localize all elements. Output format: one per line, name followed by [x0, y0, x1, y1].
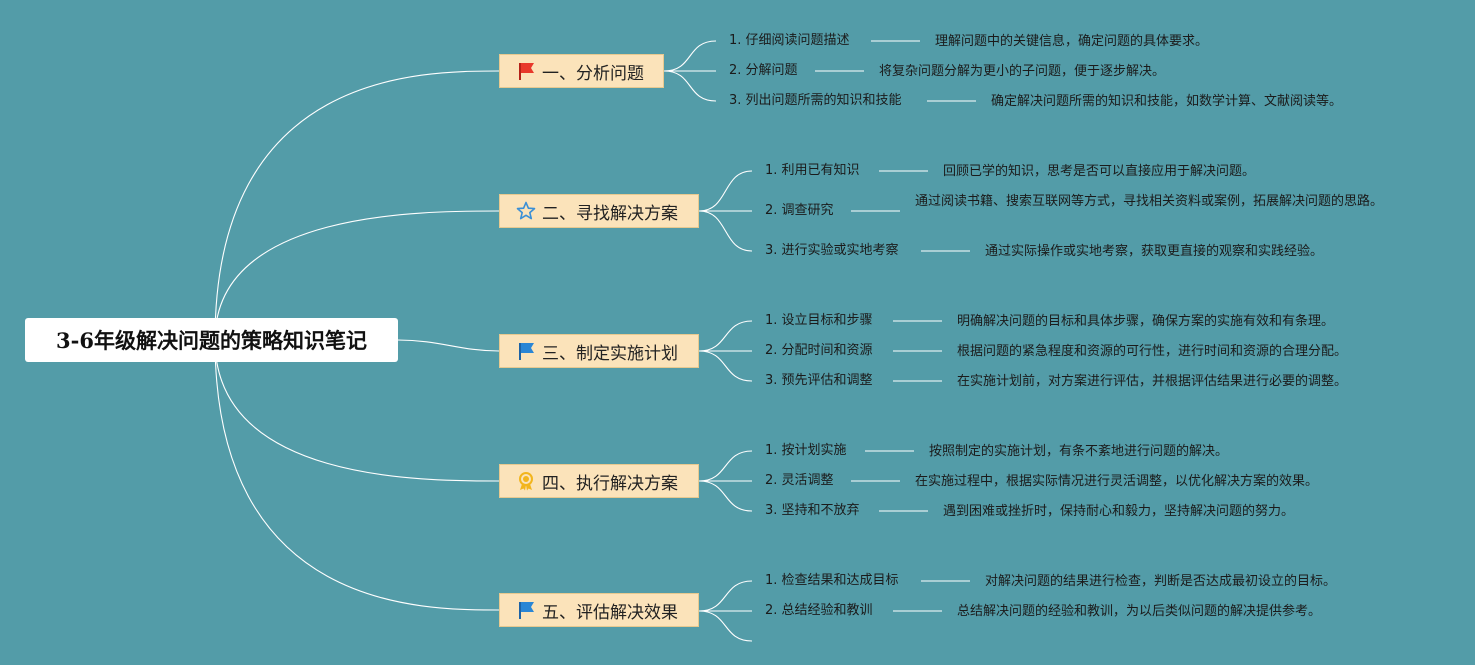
leaf-title[interactable]: 1. 设立目标和步骤 — [765, 313, 873, 328]
branch-label: 一、分析问题 — [542, 63, 644, 84]
leaf-title[interactable]: 1. 利用已有知识 — [765, 163, 860, 178]
root-topic[interactable]: 3-6年级解决问题的策略知识笔记 — [25, 318, 398, 362]
root-connector — [214, 70, 500, 341]
branch-connector — [698, 580, 753, 612]
branch-find-solution[interactable]: 二、寻找解决方案 — [499, 194, 699, 228]
leaf-description: 总结解决问题的经验和教训，为以后类似问题的解决提供参考。 — [957, 604, 1322, 619]
branch-label: 五、评估解决效果 — [542, 602, 678, 623]
leaf-description: 通过实际操作或实地考察，获取更直接的观察和实践经验。 — [985, 244, 1324, 259]
leaf-description: 遇到困难或挫折时，保持耐心和毅力，坚持解决问题的努力。 — [943, 504, 1295, 519]
branch-connector — [698, 350, 753, 382]
leaf-title[interactable]: 1. 按计划实施 — [765, 443, 847, 458]
medal-icon — [515, 470, 537, 492]
leaf-title[interactable]: 3. 预先评估和调整 — [765, 373, 873, 388]
branch-analyze-problem[interactable]: 一、分析问题 — [499, 54, 664, 88]
red-flag-icon — [515, 60, 537, 82]
leaf-description: 理解问题中的关键信息，确定问题的具体要求。 — [935, 34, 1209, 49]
branch-connector — [698, 610, 753, 642]
leaf-title[interactable]: 2. 总结经验和教训 — [765, 603, 873, 618]
leaf-title[interactable]: 2. 调查研究 — [765, 203, 834, 218]
branch-make-plan[interactable]: 三、制定实施计划 — [499, 334, 699, 368]
leaf-description: 按照制定的实施计划，有条不紊地进行问题的解决。 — [929, 444, 1229, 459]
branch-label: 二、寻找解决方案 — [542, 203, 678, 224]
star-icon — [515, 200, 537, 222]
root-connector — [214, 210, 500, 341]
leaf-description: 对解决问题的结果进行检查，判断是否达成最初设立的目标。 — [985, 574, 1337, 589]
leaf-title[interactable]: 2. 灵活调整 — [765, 473, 834, 488]
branch-execute-solution[interactable]: 四、执行解决方案 — [499, 464, 699, 498]
branch-connector — [698, 320, 753, 352]
branch-connector — [698, 210, 753, 252]
leaf-description: 在实施过程中，根据实际情况进行灵活调整，以优化解决方案的效果。 — [915, 474, 1319, 489]
leaf-title[interactable]: 1. 仔细阅读问题描述 — [729, 33, 850, 48]
root-connector — [397, 339, 500, 352]
leaf-title[interactable]: 3. 列出问题所需的知识和技能 — [729, 93, 902, 108]
branch-connector — [663, 40, 717, 72]
leaf-description: 根据问题的紧急程度和资源的可行性，进行时间和资源的合理分配。 — [957, 344, 1348, 359]
blue-flag-icon — [515, 340, 537, 362]
leaf-description: 将复杂问题分解为更小的子问题，便于逐步解决。 — [879, 64, 1166, 79]
branch-connector — [698, 480, 753, 512]
leaf-description: 回顾已学的知识，思考是否可以直接应用于解决问题。 — [943, 164, 1256, 179]
branch-connector — [698, 450, 753, 482]
leaf-description: 明确解决问题的目标和具体步骤，确保方案的实施有效和有条理。 — [957, 314, 1335, 329]
root-connector — [214, 339, 500, 611]
leaf-description: 通过阅读书籍、搜索互联网等方式，寻找相关资料或案例，拓展解决问题的思路。 — [915, 194, 1384, 209]
leaf-title[interactable]: 2. 分解问题 — [729, 63, 798, 78]
leaf-title[interactable]: 2. 分配时间和资源 — [765, 343, 873, 358]
root-connector — [214, 339, 500, 482]
branch-connector — [663, 70, 717, 102]
branch-evaluate-effect[interactable]: 五、评估解决效果 — [499, 593, 699, 627]
leaf-title[interactable]: 3. 进行实验或实地考察 — [765, 243, 899, 258]
leaf-description: 确定解决问题所需的知识和技能，如数学计算、文献阅读等。 — [991, 94, 1343, 109]
leaf-title[interactable]: 1. 检查结果和达成目标 — [765, 573, 899, 588]
branch-connector — [698, 170, 753, 212]
leaf-description: 在实施计划前，对方案进行评估，并根据评估结果进行必要的调整。 — [957, 374, 1348, 389]
leaf-title[interactable]: 3. 坚持和不放弃 — [765, 503, 860, 518]
branch-label: 四、执行解决方案 — [542, 473, 678, 494]
branch-label: 三、制定实施计划 — [542, 343, 678, 364]
blue-flag-icon — [515, 599, 537, 621]
